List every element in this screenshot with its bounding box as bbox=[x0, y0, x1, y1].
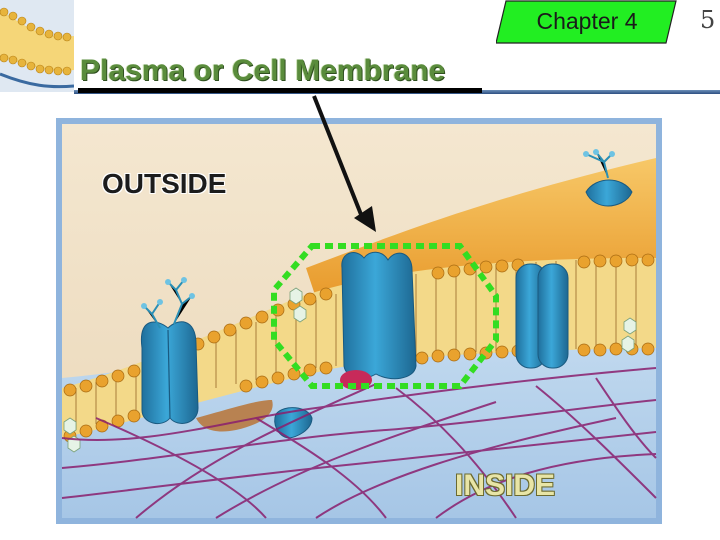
chapter-label: Chapter 4 bbox=[536, 8, 638, 34]
channel-protein-right bbox=[515, 263, 569, 369]
receptor-protein bbox=[583, 149, 633, 207]
inside-label: INSIDE bbox=[455, 469, 556, 502]
page-title: Plasma or Cell Membrane bbox=[80, 54, 446, 87]
outside-label: OUTSIDE bbox=[102, 168, 227, 199]
chapter-tab bbox=[496, 0, 677, 44]
channel-protein-left bbox=[140, 277, 199, 425]
cytoskeleton-fibers bbox=[61, 367, 657, 519]
title-underline bbox=[78, 88, 482, 93]
highlighted-transport-protein bbox=[340, 251, 417, 390]
page-number: 5 bbox=[700, 6, 716, 34]
lipid-bilayer-thumbnail-icon bbox=[0, 0, 74, 92]
